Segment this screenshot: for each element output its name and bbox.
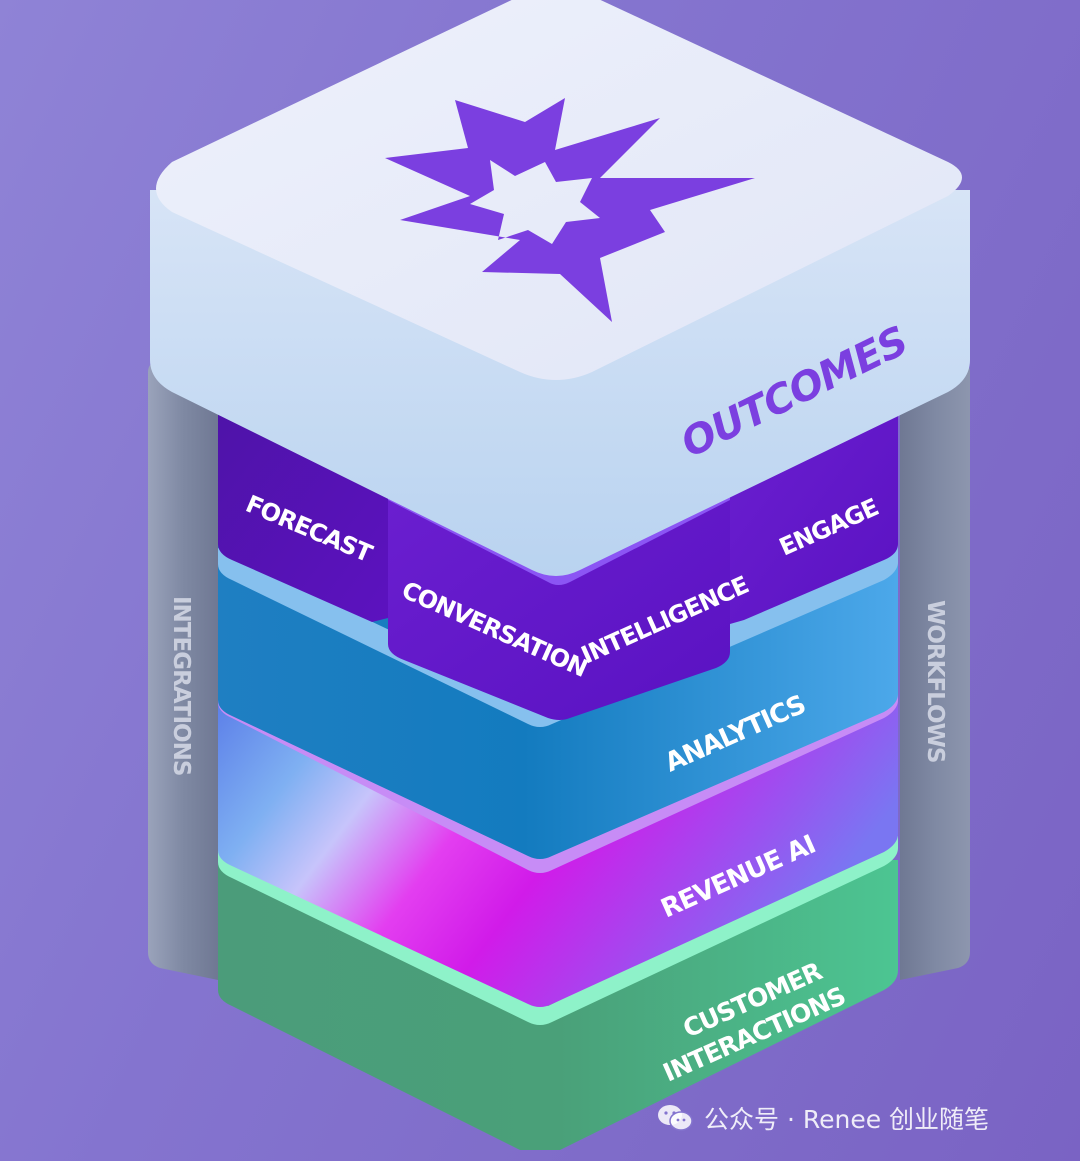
integrations-label: INTEGRATIONS <box>168 596 194 775</box>
starburst-logo-icon <box>385 98 755 322</box>
watermark-text: 公众号 · Renee 创业随笔 <box>704 1105 990 1134</box>
outcomes-block <box>150 0 970 576</box>
wechat-icon <box>658 1105 693 1131</box>
workflows-pillar <box>900 360 970 980</box>
watermark: 公众号 · Renee 创业随笔 <box>656 1096 989 1140</box>
workflows-label: WORKFLOWS <box>922 600 948 763</box>
integrations-pillar <box>148 360 218 980</box>
